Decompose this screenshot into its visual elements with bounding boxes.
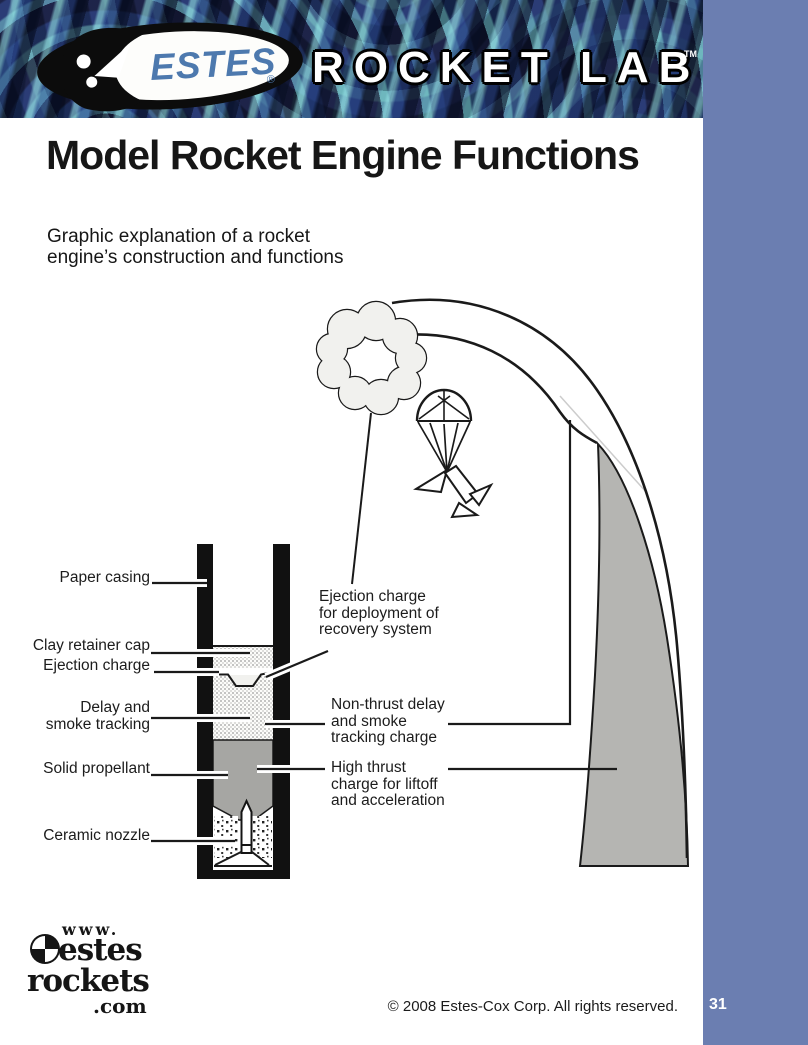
nozzle-ceramic-right (252, 816, 272, 858)
rocket-icon (76, 43, 131, 88)
nose-cone (413, 467, 449, 494)
label-ejection-deployment: Ejection charge for deployment of recove… (319, 588, 439, 638)
flight-path-illustration (391, 298, 690, 867)
url-estes: estes (58, 932, 143, 968)
trademark-mark: TM (684, 49, 697, 59)
smoke-trail (578, 441, 690, 867)
rocket-lab-wordmark: ROCKET LAB (312, 43, 701, 92)
right-accent-band (703, 0, 808, 1045)
page-number: 31 (709, 996, 727, 1013)
url-rockets: rockets (27, 963, 150, 999)
estes-brand-text: ESTES (149, 40, 277, 88)
pointer-lines (151, 420, 617, 845)
estes-logo: ESTES ® (37, 22, 303, 112)
label-clay-retainer-cap: Clay retainer cap (32, 637, 150, 654)
label-non-thrust-delay: Non-thrust delay and smoke tracking char… (331, 696, 445, 746)
rocket-fin (450, 501, 480, 519)
arc-inner (400, 333, 598, 445)
label-solid-propellant: Solid propellant (43, 760, 150, 777)
url-www: www. (62, 920, 120, 939)
header-banner: ESTES ® ROCKET LAB TM (0, 0, 703, 118)
label-ejection-charge: Ejection charge (43, 657, 150, 674)
nozzle-throat (240, 798, 253, 854)
ejection-charge-fill (229, 675, 260, 685)
estes-target-icon (30, 934, 60, 964)
page-title: Model Rocket Engine Functions (46, 132, 640, 178)
trail-highlight (559, 395, 648, 494)
rocket-fin (468, 482, 494, 507)
parachute-rocket (413, 388, 494, 519)
ejection-cloud (315, 300, 428, 416)
engine-base (197, 870, 290, 879)
casing-wall-left (197, 544, 213, 870)
url-com: .com (93, 994, 147, 1018)
registered-mark: ® (267, 74, 276, 86)
page-subtitle: Graphic explanation of a rocket engine’s… (47, 226, 344, 268)
label-paper-casing: Paper casing (59, 569, 150, 586)
retainer-cup-line (213, 671, 274, 687)
label-delay-smoke-tracking: Delay and smoke tracking (45, 699, 150, 733)
engine-cross-section (197, 544, 290, 879)
cloud-pointer-line (351, 412, 372, 585)
arc-outer (391, 298, 689, 859)
copyright-notice: © 2008 Estes-Cox Corp. All rights reserv… (387, 998, 678, 1015)
casing-wall-right (273, 544, 290, 870)
label-high-thrust: High thrust charge for liftoff and accel… (331, 759, 445, 809)
label-ceramic-nozzle: Ceramic nozzle (43, 827, 150, 844)
